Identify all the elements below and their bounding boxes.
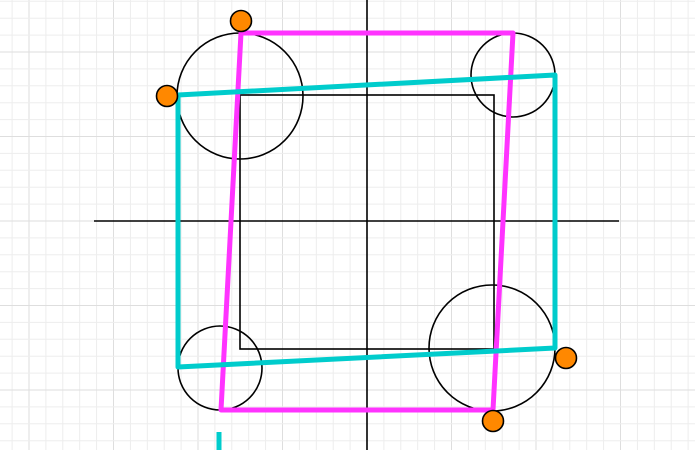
handle-point-right[interactable] (554, 346, 578, 370)
cyan-quadrilateral[interactable] (175, 72, 558, 370)
handle-point-left[interactable] (155, 84, 179, 108)
reference-square (239, 94, 495, 350)
handle-point-bottom[interactable] (481, 409, 505, 433)
handle-point-top[interactable] (229, 9, 253, 33)
